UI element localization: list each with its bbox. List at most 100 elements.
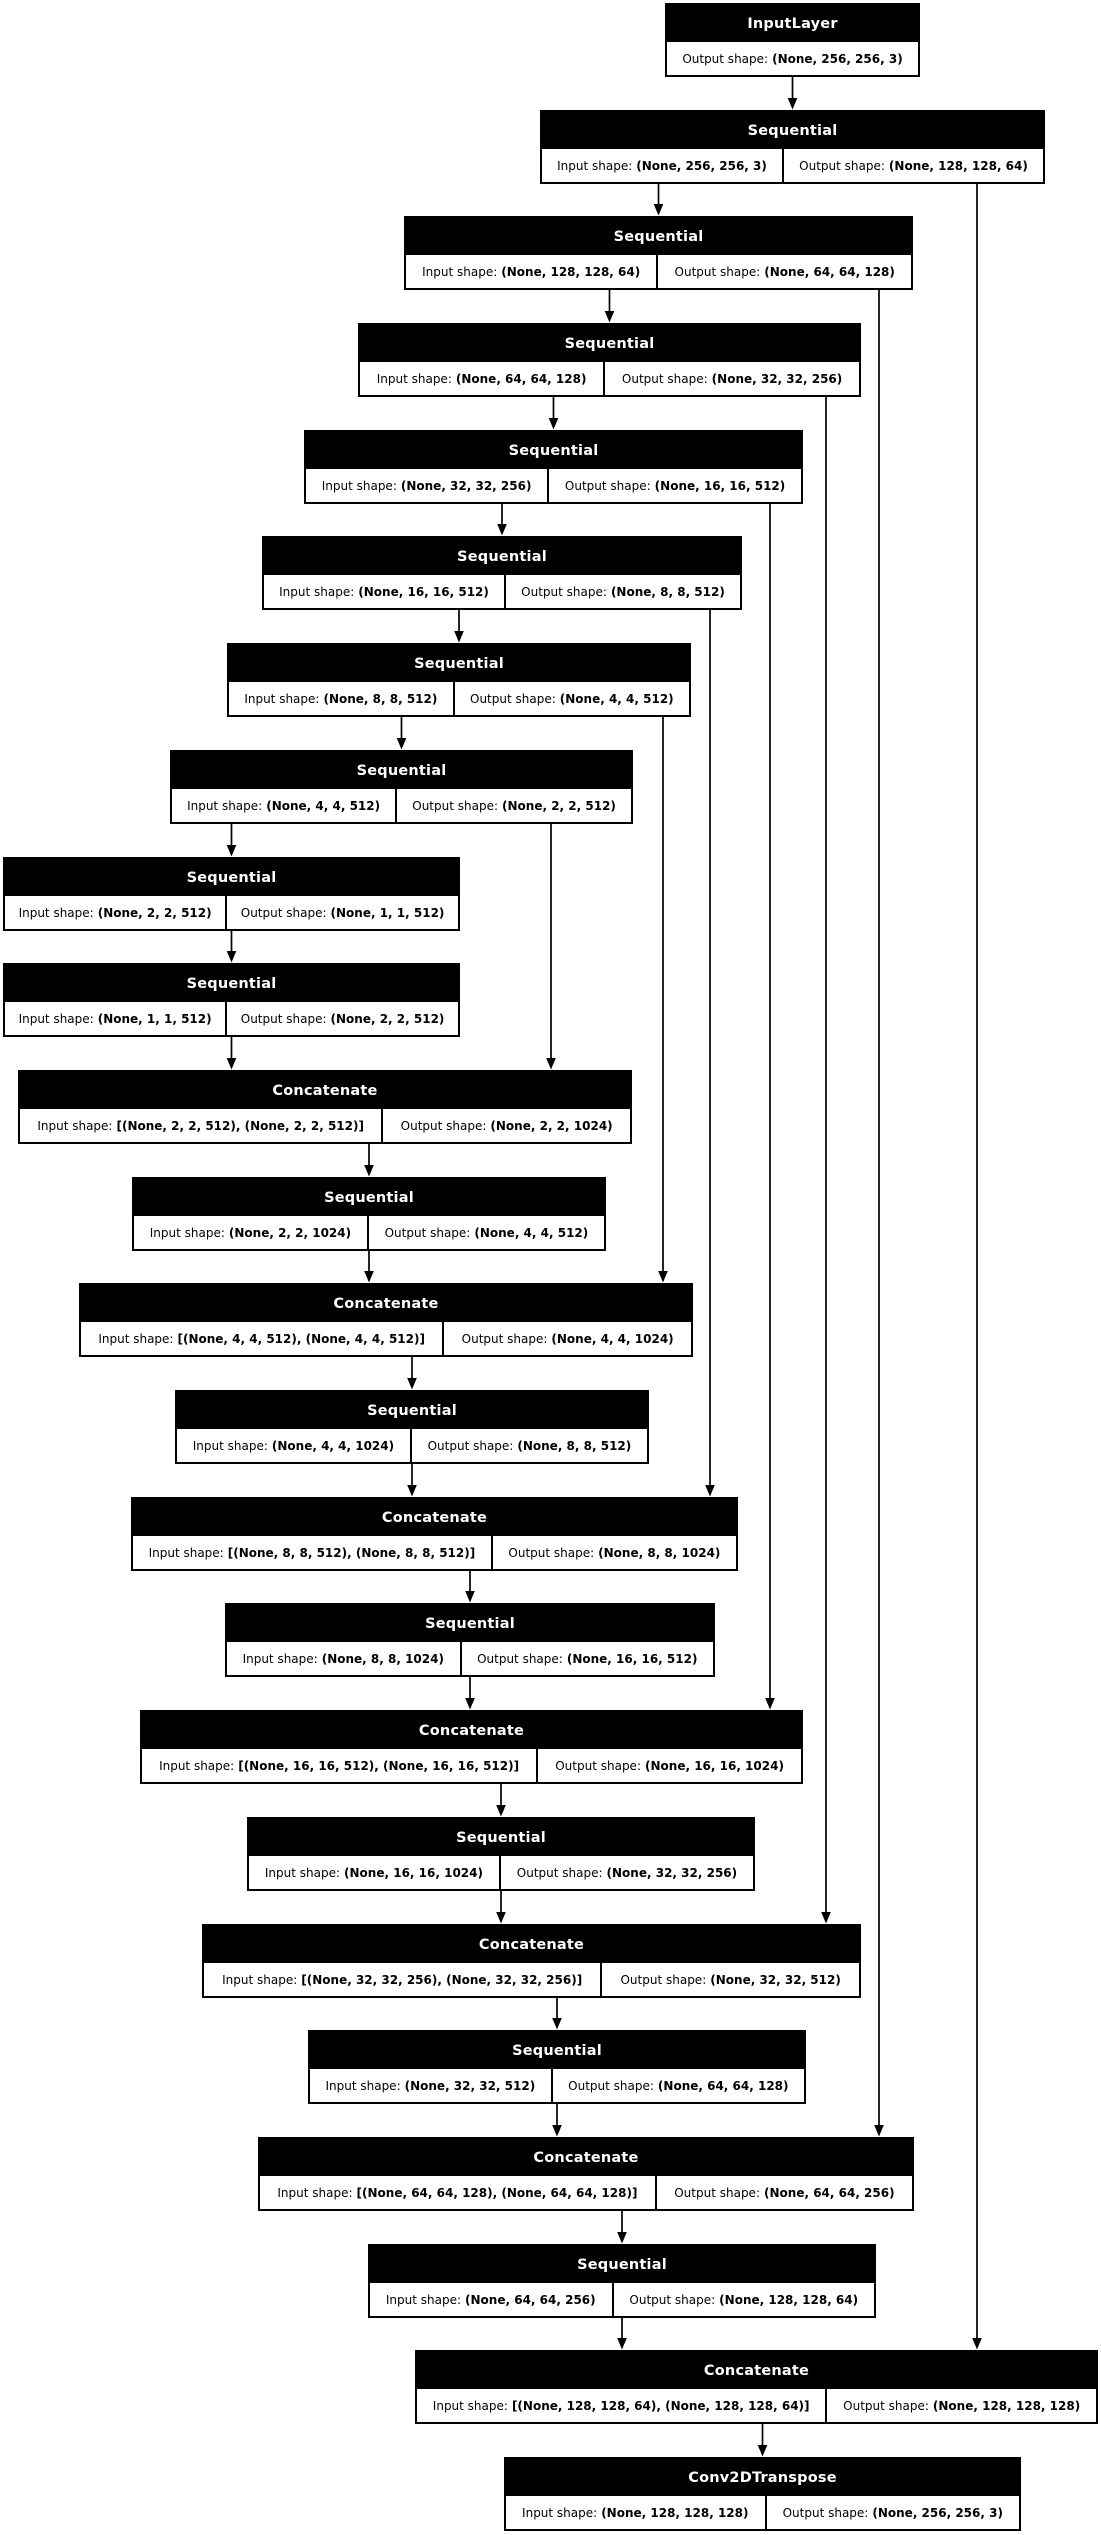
output-shape-label: Output shape:	[427, 1438, 514, 1453]
input-shape-label: Input shape:	[192, 1438, 268, 1453]
input-shape-label: Input shape:	[149, 1225, 225, 1240]
input-shape-value: (None, 8, 8, 1024)	[321, 1651, 444, 1666]
input-shape-value: (None, 256, 256, 3)	[636, 158, 767, 173]
output-shape-cell: Output shape:(None, 32, 32, 256)	[605, 362, 859, 395]
output-shape-label: Output shape:	[508, 1545, 595, 1560]
shape-cells-row: Input shape:(None, 2, 2, 1024)Output sha…	[134, 1216, 604, 1249]
input-shape-value: (None, 64, 64, 256)	[465, 2292, 596, 2307]
arrowhead-icon	[497, 524, 507, 536]
input-shape-label: Input shape:	[37, 1118, 113, 1133]
output-shape-cell: Output shape:(None, 16, 16, 512)	[461, 1642, 713, 1675]
layer-type-title: Concatenate	[703, 2362, 810, 2379]
shape-cells-row: Input shape:[(None, 128, 128, 64), (None…	[417, 2389, 1097, 2422]
layer-type-title: Sequential	[425, 1615, 515, 1632]
shape-cells-row: Input shape:(None, 128, 128, 64) Output s…	[406, 255, 912, 288]
shape-cells-row: Input shape:(None, 32, 32, 256)Output sh…	[306, 469, 801, 502]
edge-n5-n6	[497, 504, 507, 536]
input-shape-cell: Input shape:(None, 16, 16, 512)	[264, 575, 505, 608]
output-shape-cell: Output shape:(None, 256, 256, 3)	[667, 42, 918, 75]
arrowhead-icon	[226, 845, 237, 857]
edge-n2-n3	[653, 184, 664, 216]
output-shape-label: Output shape:	[568, 2078, 654, 2093]
arrowhead-icon	[653, 204, 664, 216]
edge-n13-n14	[407, 1357, 417, 1390]
output-shape-value: (None, 64, 64, 128)	[764, 264, 895, 279]
arrowhead-icon	[465, 1591, 475, 1603]
input-shape-label: Input shape:	[522, 2505, 598, 2520]
shape-cells-row: Input shape:(None, 1, 1, 512)Output shap…	[5, 1002, 458, 1035]
edge-n21-n22	[617, 2211, 627, 2244]
output-shape-label: Output shape:	[674, 264, 761, 279]
shape-cells-row: Input shape:(None, 256, 256, 3) Output sh…	[542, 149, 1044, 182]
output-shape-label: Output shape:	[240, 1011, 327, 1026]
output-shape-cell: Output shape:(None, 32, 32, 256)	[500, 1856, 754, 1889]
arrowhead-icon	[972, 2338, 982, 2350]
edge-n7-n8	[396, 717, 407, 750]
arrowhead-icon	[407, 1485, 417, 1497]
input-shape-value: (None, 8, 8, 512)	[323, 691, 438, 706]
output-shape-label: Output shape:	[620, 1972, 707, 1987]
output-shape-label: Output shape:	[412, 798, 499, 813]
arrowhead-icon	[821, 1912, 831, 1924]
arrowhead-icon	[546, 1058, 556, 1070]
input-shape-cell: Input shape:(None, 2, 2, 512)	[5, 896, 226, 929]
edge-n15-n16	[465, 1571, 475, 1603]
output-shape-value: (None, 64, 64, 256)	[764, 2185, 895, 2200]
output-shape-value: (None, 8, 8, 1024)	[598, 1545, 721, 1560]
input-shape-cell: Input shape:(None, 64, 64, 256)	[370, 2283, 612, 2316]
output-shape-cell: Output shape:(None, 2, 2, 1024)	[383, 1109, 630, 1142]
shape-cells-row: Input shape:(None, 128, 128, 128) Output …	[506, 2496, 1020, 2529]
edge-n12-n13	[364, 1251, 374, 1283]
edge-n3-n4	[604, 290, 615, 323]
input-shape-cell: Input shape:(None, 32, 32, 256)	[306, 469, 548, 502]
input-shape-cell: Input shape:(None, 8, 8, 1024)	[227, 1642, 460, 1675]
output-shape-value: (None, 256, 256, 3)	[872, 2505, 1003, 2520]
output-shape-label: Output shape:	[555, 1758, 641, 1773]
arrowhead-icon	[226, 1058, 237, 1070]
output-shape-label: Output shape:	[477, 1651, 563, 1666]
edge-n6-n7	[454, 610, 464, 643]
edge-n9-n10	[226, 931, 237, 963]
input-shape-value: [(None, 8, 8, 512), (None, 8, 8, 512)]	[227, 1545, 476, 1560]
input-shape-cell: Input shape:(None, 16, 16, 1024)	[249, 1856, 499, 1889]
input-shape-value: [(None, 32, 32, 256), (None, 32, 32, 256…	[301, 1972, 583, 1987]
output-shape-cell: Output shape:(None, 64, 64, 256)	[656, 2176, 912, 2209]
output-shape-value: (None, 4, 4, 512)	[474, 1225, 589, 1240]
arrowhead-icon	[874, 2125, 884, 2137]
edge-n23-n24	[757, 2424, 768, 2457]
edge-n16-n17	[465, 1677, 475, 1710]
output-shape-value: (None, 8, 8, 512)	[610, 584, 725, 599]
output-shape-value: (None, 64, 64, 128)	[657, 2078, 789, 2093]
input-shape-value: [(None, 2, 2, 512), (None, 2, 2, 512)]	[116, 1118, 364, 1133]
input-shape-label: Input shape:	[321, 478, 397, 493]
edge-n20-n21	[552, 2104, 562, 2137]
output-shape-cell: Output shape:(None, 128, 128, 64)	[613, 2283, 875, 2316]
input-shape-value: [(None, 128, 128, 64), (None, 128, 128, …	[511, 2398, 810, 2413]
input-shape-label: Input shape:	[557, 158, 633, 173]
input-shape-value: (None, 4, 4, 1024)	[271, 1438, 395, 1453]
input-shape-cell: Input shape:(None, 64, 64, 128)	[360, 362, 604, 395]
input-shape-cell: Input shape:[(None, 32, 32, 256), (None,…	[204, 1963, 601, 1996]
layer-type-title: Sequential	[324, 1189, 414, 1206]
input-shape-cell: Input shape:(None, 128, 128, 64)	[406, 255, 657, 288]
output-shape-cell: Output shape:(None, 8, 8, 512)	[411, 1429, 647, 1462]
input-shape-value: (None, 128, 128, 128)	[601, 2505, 749, 2520]
output-shape-cell: Output shape:(None, 2, 2, 512)	[227, 1002, 458, 1035]
output-shape-label: Output shape:	[782, 2505, 869, 2520]
output-shape-label: Output shape:	[240, 905, 327, 920]
output-shape-label: Output shape:	[799, 158, 885, 173]
skip-connection-n6-n15	[705, 610, 715, 1497]
output-shape-value: (None, 16, 16, 512)	[654, 478, 786, 493]
output-shape-cell: Output shape:(None, 128, 128, 64)	[784, 149, 1044, 182]
arrowhead-icon	[454, 631, 464, 643]
output-shape-cell: Output shape:(None, 4, 4, 512)	[368, 1216, 604, 1249]
input-shape-label: Input shape:	[376, 371, 452, 386]
